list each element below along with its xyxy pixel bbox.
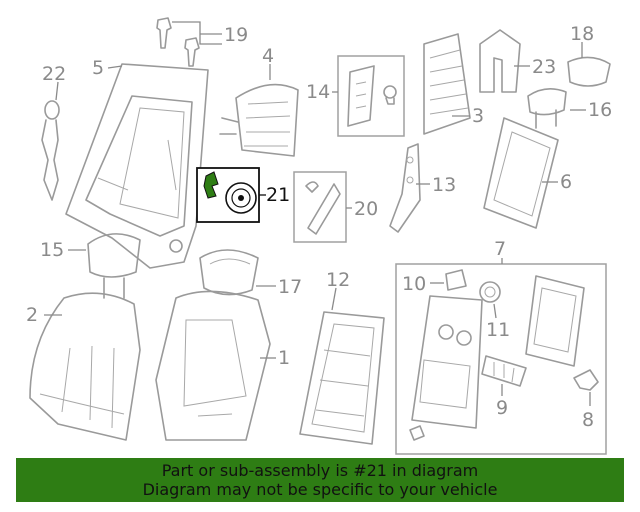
leader-5	[107, 65, 123, 69]
part-20-lever	[305, 181, 341, 235]
callout-7: 7	[494, 238, 506, 260]
part-17-headrest-pad	[199, 249, 259, 296]
part-18-headrest-cap	[567, 56, 611, 87]
callout-19: 19	[224, 24, 248, 46]
callout-4: 4	[262, 45, 274, 67]
callout-21: 21	[266, 184, 290, 206]
part-4-back-panel	[219, 83, 299, 157]
part-16-headrest	[527, 88, 567, 129]
part-8-clip	[573, 369, 599, 391]
callout-8: 8	[582, 409, 594, 431]
part-7-backplate	[411, 295, 483, 429]
callout-22: 22	[42, 63, 66, 85]
part-display-panel	[525, 275, 585, 367]
callout-2: 2	[26, 304, 38, 326]
part-21-highlighted	[203, 171, 257, 214]
leader-19	[172, 21, 222, 45]
part-15-headrest	[87, 233, 141, 299]
banner-line-1: Part or sub-assembly is #21 in diagram	[161, 461, 479, 480]
callout-9: 9	[496, 397, 508, 419]
callout-12: 12	[326, 269, 350, 291]
part-small-fastener	[409, 425, 425, 441]
callout-3: 3	[472, 105, 484, 127]
callout-5: 5	[92, 57, 104, 79]
part-9-switch	[481, 355, 527, 387]
callout-17: 17	[278, 276, 302, 298]
callout-6: 6	[560, 171, 572, 193]
callout-13: 13	[432, 174, 456, 196]
part-1-trim	[155, 290, 271, 441]
callout-1: 1	[278, 347, 290, 369]
part-2-cushion	[29, 292, 141, 441]
callout-14: 14	[306, 81, 330, 103]
part-23-pad	[479, 29, 521, 93]
callout-11: 11	[486, 319, 510, 341]
part-14-bracket	[347, 65, 397, 127]
callout-10: 10	[402, 273, 426, 295]
leader-12	[331, 287, 337, 311]
leader-11	[493, 303, 497, 319]
callout-16: 16	[588, 99, 612, 121]
part-5-seatback-frame	[65, 63, 209, 269]
callout-23: 23	[532, 56, 556, 78]
callout-18: 18	[570, 23, 594, 45]
part-10-knob	[445, 269, 467, 291]
part-12-back-board	[299, 311, 385, 445]
part-19-clips	[156, 17, 200, 67]
callout-20: 20	[354, 198, 378, 220]
part-3-pad	[423, 33, 471, 135]
part-6-cover	[483, 117, 559, 229]
part-11-knob	[479, 281, 501, 303]
leader-22	[55, 81, 59, 101]
disclaimer-banner: Part or sub-assembly is #21 in diagram D…	[16, 458, 624, 502]
banner-line-2: Diagram may not be specific to your vehi…	[142, 480, 498, 499]
part-13-bracket	[389, 143, 421, 233]
callout-15: 15	[40, 239, 64, 261]
part-22-rod	[41, 100, 60, 201]
